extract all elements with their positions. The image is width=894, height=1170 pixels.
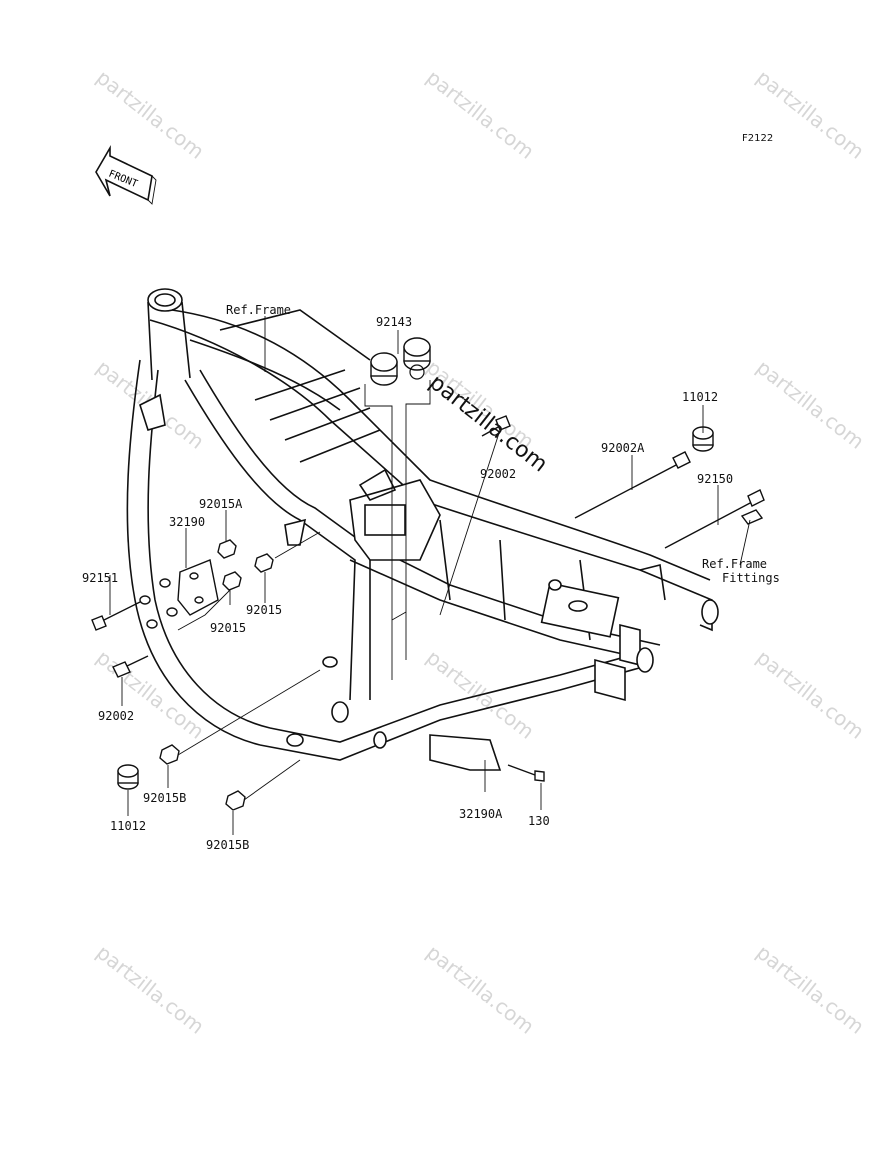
motorcycle-frame (126, 288, 719, 771)
bolt-92002-center (481, 415, 511, 437)
plate-32190 (177, 559, 219, 616)
label-ref-frame-fittings-line1: Ref.Frame (702, 557, 767, 571)
watermark: partzilla.com (422, 940, 539, 1039)
label-92015B-lower: 92015B (206, 838, 249, 852)
hardware-parts (91, 337, 765, 811)
label-92015-left: 92015 (210, 621, 246, 635)
label-32190A: 32190A (459, 807, 503, 821)
label-92015A: 92015A (199, 497, 243, 511)
watermark: partzilla.com (422, 65, 539, 164)
label-ref-frame: Ref.Frame (226, 303, 291, 317)
label-92151: 92151 (82, 571, 118, 585)
nut-92015B (159, 744, 246, 811)
watermark: partzilla.com (752, 65, 869, 164)
grommet-11012-bottom (117, 764, 139, 790)
collar-92143 (370, 337, 431, 386)
watermark: partzilla.com (752, 940, 869, 1039)
watermark-layer: partzilla.com partzilla.com partzilla.co… (92, 65, 869, 1039)
grommet-11012-top (692, 426, 714, 452)
watermark: partzilla.com (92, 940, 209, 1039)
label-130: 130 (528, 814, 550, 828)
label-92002-left: 92002 (98, 709, 134, 723)
label-ref-frame-fittings-line2: Fittings (722, 571, 780, 585)
bolt-92151 (91, 578, 178, 631)
center-watermark-text: partzilla.com (424, 370, 552, 477)
label-92002-center: 92002 (480, 467, 516, 481)
nut-92015 (222, 553, 274, 591)
nut-92015A (217, 539, 237, 559)
bolt-92002-left (112, 655, 149, 678)
front-arrow-icon: FRONT (95, 145, 157, 205)
label-92150: 92150 (697, 472, 733, 486)
callout-labels: Ref.Frame 92143 11012 92002 92002A 92150… (82, 303, 780, 852)
figure-code: F2122 (742, 133, 773, 144)
label-11012-top: 11012 (682, 390, 718, 404)
watermark: partzilla.com (92, 645, 209, 744)
watermark: partzilla.com (752, 645, 869, 744)
center-watermark: partzilla.com (409, 364, 552, 477)
label-92015-right: 92015 (246, 603, 282, 617)
label-32190: 32190 (169, 515, 205, 529)
leader-lines (109, 316, 751, 835)
label-92002A: 92002A (601, 441, 645, 455)
label-11012-bottom: 11012 (110, 819, 146, 833)
bolt-130 (507, 764, 545, 782)
label-92015B-upper: 92015B (143, 791, 186, 805)
watermark: partzilla.com (752, 355, 869, 454)
bolt-92150 (664, 489, 765, 549)
bolt-92002A (574, 451, 691, 519)
copyright-icon (409, 364, 425, 380)
label-92143: 92143 (376, 315, 412, 329)
